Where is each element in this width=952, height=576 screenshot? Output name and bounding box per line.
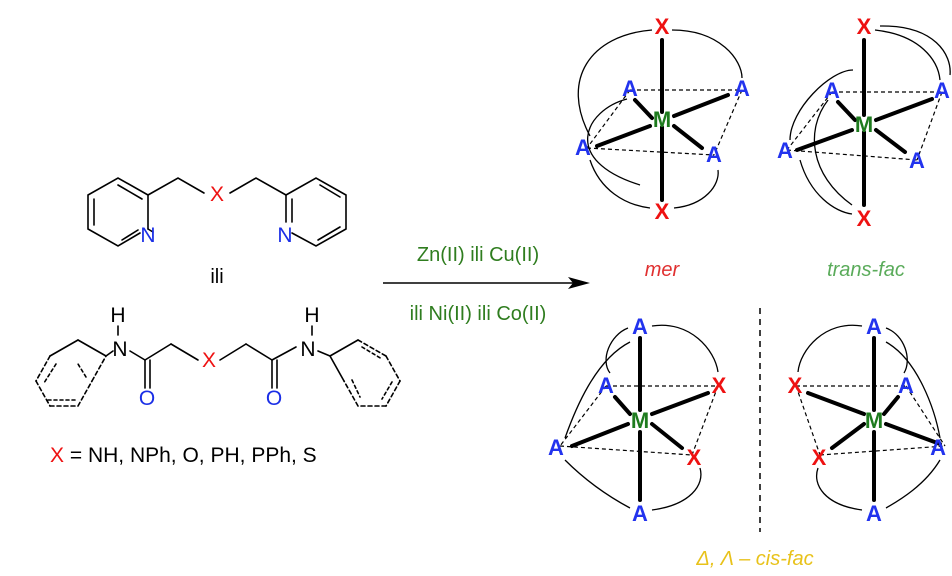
trans-fac-label: trans-fac (827, 259, 905, 281)
cis-fac-lambda-a-right: A (930, 435, 946, 460)
x-definition-symbol: X (50, 444, 64, 467)
reaction-conditions-top: Zn(II) ili Cu(II) (417, 244, 539, 266)
trans-fac-a-4: A (909, 148, 925, 173)
cis-fac-lambda-a-top: A (866, 314, 882, 339)
trans-fac-a-2: A (934, 78, 950, 103)
ligand2-n-atom-left: N (112, 338, 127, 361)
ligand1-n-atom-right: N (277, 224, 292, 247)
trans-fac-metal: M (855, 112, 873, 137)
ligand2-o-atom-left: O (139, 387, 155, 410)
cis-fac-lambda-metal: M (865, 408, 883, 433)
trans-fac-a-3: A (777, 138, 793, 163)
mer-a-3: A (575, 135, 591, 160)
mer-a-4: A (706, 142, 722, 167)
ligand2-o-atom-right: O (266, 387, 282, 410)
cis-fac-lambda-a-back: A (898, 373, 914, 398)
reaction-arrow (383, 277, 590, 289)
ligand2-h-atom-left: H (110, 304, 125, 327)
ligand2-h-atom-right: H (304, 304, 319, 327)
cis-fac-lambda-structure: A A A A X X M (788, 314, 946, 526)
ili-label: ili (210, 266, 223, 288)
mer-label: mer (645, 259, 681, 281)
trans-fac-a-1: A (824, 78, 840, 103)
cis-fac-delta-a-bottom: A (632, 501, 648, 526)
trans-fac-x-bottom: X (857, 206, 872, 231)
cis-fac-delta-x-front: X (687, 445, 702, 470)
trans-fac-x-top: X (857, 14, 872, 39)
cis-fac-delta-a-left: A (548, 435, 564, 460)
ligand1-n-atom-left: N (140, 224, 155, 247)
ligand2-x-atom: X (202, 349, 216, 372)
cis-fac-lambda-x-left: X (788, 373, 803, 398)
cis-fac-delta-a-top: A (632, 314, 648, 339)
ligand2-n-atom-right: N (300, 338, 315, 361)
mer-metal: M (653, 107, 671, 132)
cis-fac-delta-metal: M (631, 408, 649, 433)
ligand-amide-structure (35, 325, 401, 407)
reaction-conditions-bottom: ili Ni(II) ili Co(II) (410, 303, 547, 325)
cis-fac-delta-a-back: A (598, 373, 614, 398)
mer-a-1: A (622, 76, 638, 101)
cis-fac-label: Δ, Λ – cis-fac (695, 548, 813, 570)
ligand1-x-atom: X (210, 183, 224, 206)
mer-x-bottom: X (655, 199, 670, 224)
trans-fac-isomer-structure: X X A A A A M (777, 14, 951, 231)
x-definition: X = NH, NPh, O, PH, PPh, S (50, 444, 317, 467)
mer-isomer-structure: X X A A A A M (575, 14, 750, 224)
mer-a-2: A (734, 76, 750, 101)
cis-fac-delta-structure: A A A A X X M (548, 314, 727, 526)
cis-fac-lambda-x-front: X (812, 445, 827, 470)
cis-fac-lambda-a-bottom: A (866, 501, 882, 526)
mer-x-top: X (655, 14, 670, 39)
ligand-pyridine-structure (87, 177, 347, 247)
cis-fac-delta-x-right: X (712, 373, 727, 398)
x-definition-list: = NH, NPh, O, PH, PPh, S (64, 444, 317, 467)
